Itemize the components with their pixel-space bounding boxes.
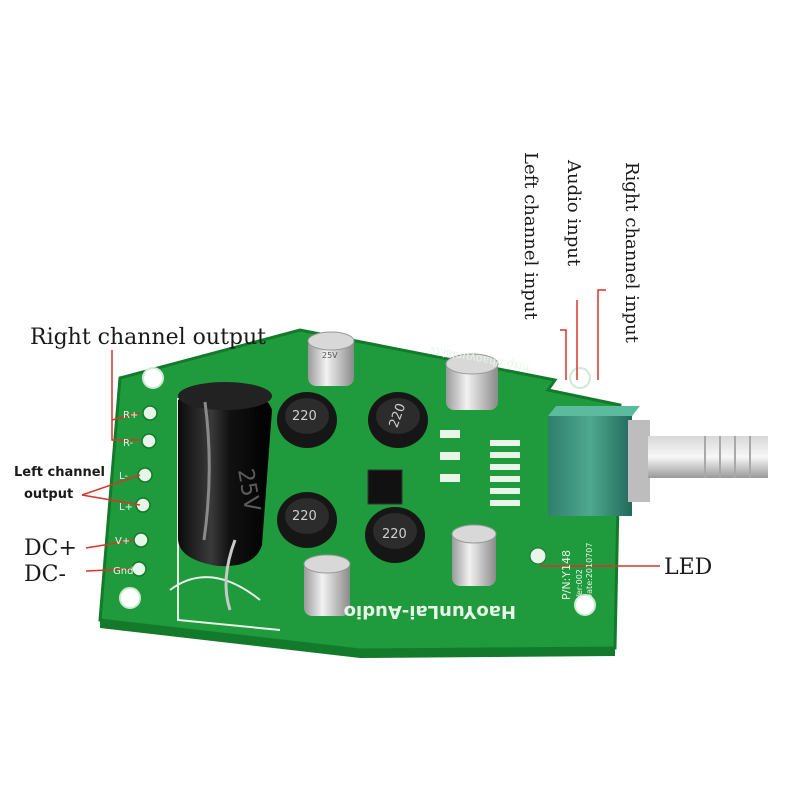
pin-r-plus: R+ (123, 410, 138, 421)
label-led: LED (664, 555, 713, 580)
inductor-value-2: 220 (292, 509, 317, 524)
pin-l-minus: L- (119, 471, 128, 482)
label-dc-plus: DC+ (24, 536, 77, 561)
pin-v-plus: V+ (115, 536, 130, 547)
mounting-holes (119, 367, 596, 616)
annotation-arrows (81, 289, 660, 572)
amplifier-ic (367, 469, 403, 505)
pin-r-minus: R- (123, 438, 134, 449)
silkscreen-brand: HaoYunLai-Audio (344, 601, 516, 622)
inductors (277, 392, 428, 563)
pin-l-plus: L+ (119, 502, 133, 513)
board-date: Date:2010707 (585, 543, 594, 600)
label-left-channel-output-line1: Left channel (14, 465, 106, 480)
label-left-channel-input: Left channel input (520, 152, 541, 320)
part-number: P/N:Y148 (560, 550, 573, 600)
label-audio-input: Audio input (563, 160, 584, 267)
inductor-value: 220 (292, 409, 317, 424)
board-version: Ver:002 (575, 569, 584, 600)
large-capacitor (178, 382, 272, 611)
label-right-channel-input: Right channel input (621, 162, 642, 343)
label-left-channel-output-line2: output (24, 487, 74, 502)
label-right-channel-output: Right channel output (30, 325, 267, 350)
inductor-value-3: 220 (382, 527, 407, 542)
small-cap-voltage: 25V (322, 351, 338, 360)
terminal-pads (131, 405, 158, 577)
volume-potentiometer (548, 406, 768, 516)
small-capacitors (303, 331, 499, 616)
label-dc-minus: DC- (24, 562, 66, 587)
pin-gnd: Gnd (113, 566, 133, 577)
pcb-edge (100, 620, 615, 658)
led (529, 547, 547, 565)
smd-components (440, 430, 520, 506)
